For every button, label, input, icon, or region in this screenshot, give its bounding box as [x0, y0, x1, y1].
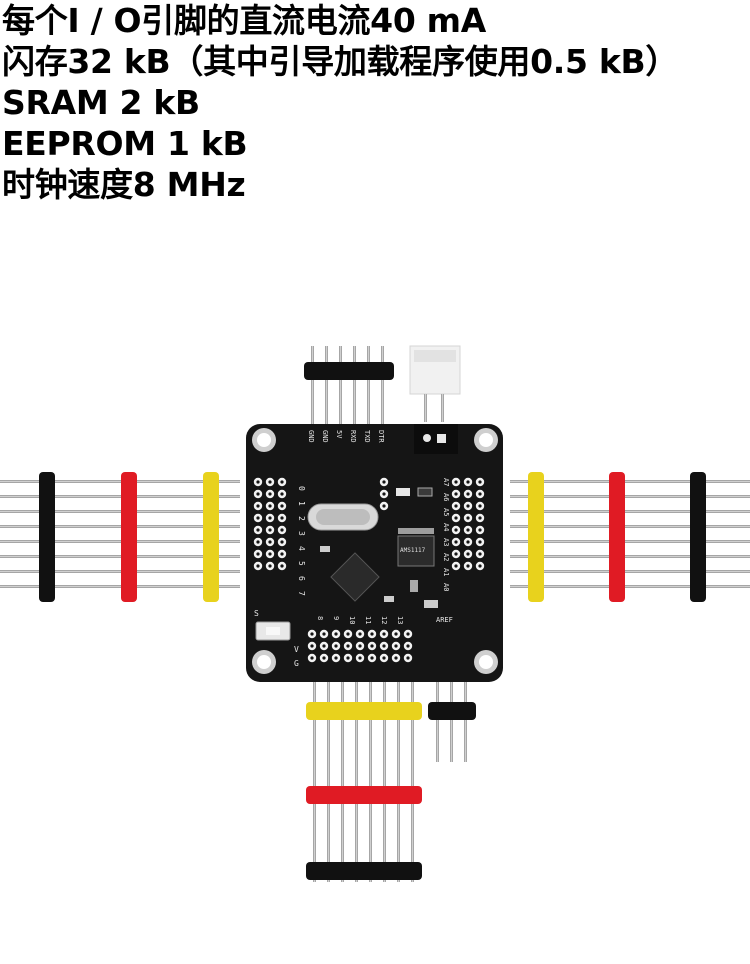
header-red-left [121, 472, 137, 602]
header-yellow-right [528, 472, 544, 602]
right-pin-label-1: A6 [442, 493, 450, 501]
bottom-pin-label-5: 13 [396, 616, 404, 624]
header-pin [313, 682, 316, 882]
right-pin-label-7: A0 [442, 583, 450, 591]
header-pin [383, 682, 386, 882]
right-pin-label-4: A3 [442, 538, 450, 546]
left-pin-label-7: 7 [297, 591, 306, 596]
header-pin [397, 682, 400, 882]
header-yellow-left [203, 472, 219, 602]
bottom-pin-label-4: 12 [380, 616, 388, 624]
left-pin-label-2: 2 [297, 516, 306, 521]
bottom-pin-label-1: 9 [332, 616, 340, 620]
bottom-pin-label-2: 10 [348, 616, 356, 624]
header-red-right [609, 472, 625, 602]
header-red-bottom [306, 786, 422, 804]
header-pin [325, 346, 328, 424]
header-yellow-bottom [306, 702, 422, 720]
corner-label-g: G [294, 659, 299, 668]
header-pin [510, 555, 750, 558]
left-header-strips [0, 472, 240, 602]
spec-sram: SRAM 2 kB [2, 83, 200, 122]
right-pin-label-0: A7 [442, 478, 450, 486]
header-pin [0, 585, 240, 588]
mcu-chip [330, 552, 380, 602]
top-header-label-5: DTR [377, 430, 385, 443]
header-pin [0, 540, 240, 543]
left-pin-label-0: 0 [297, 486, 306, 491]
header-pin [411, 682, 414, 882]
header-pin [510, 585, 750, 588]
header-pin [369, 682, 372, 882]
aref-label: AREF [436, 616, 453, 624]
header-pin [381, 346, 384, 424]
header-pin [464, 682, 467, 762]
header-pin [311, 346, 314, 424]
bottom-header-strips [306, 682, 476, 882]
top-header-label-4: TXD [363, 430, 371, 443]
right-pin-label-6: A1 [442, 568, 450, 576]
header-pin [0, 525, 240, 528]
header-black-right [690, 472, 706, 602]
bottom-pin-label-3: 11 [364, 616, 372, 624]
right-pin-label-5: A2 [442, 553, 450, 561]
header-black-bottom-small [428, 702, 476, 720]
header-pin [353, 346, 356, 424]
right-pin-label-2: A5 [442, 508, 450, 516]
top-header-label-3: RXD [349, 430, 357, 443]
right-header-strips [510, 472, 750, 602]
header-pin [0, 570, 240, 573]
left-pin-label-5: 5 [297, 561, 306, 566]
corner-label-v: V [294, 645, 299, 654]
spec-list: 每个I / O引脚的直流电流40 mA 闪存32 kB（其中引导加载程序使用0.… [0, 0, 750, 205]
spec-dc-current: 每个I / O引脚的直流电流40 mA [2, 1, 486, 40]
header-pin [510, 540, 750, 543]
header-black-bottom [306, 862, 422, 880]
jst-connector [409, 345, 461, 422]
header-pin [436, 682, 439, 762]
left-pin-label-4: 4 [297, 546, 306, 551]
spec-clock-speed: 时钟速度8 MHz [2, 165, 246, 204]
header-pin [0, 480, 240, 483]
right-pin-label-3: A4 [442, 523, 450, 531]
top-header-label-0: GND [307, 430, 315, 443]
header-pin [355, 682, 358, 882]
spec-eeprom: EEPROM 1 kB [2, 124, 248, 163]
voltage-regulator [397, 535, 435, 567]
bottom-pin-label-0: 8 [316, 616, 324, 620]
header-pin [0, 510, 240, 513]
left-pin-label-3: 3 [297, 531, 306, 536]
header-pin [341, 682, 344, 882]
corner-label-s: S [254, 609, 259, 618]
header-pin [450, 682, 453, 762]
header-pin [510, 525, 750, 528]
header-pin [510, 570, 750, 573]
top-header-label-2: 5V [335, 430, 343, 439]
top-header-label-1: GND [321, 430, 329, 443]
regulator-label: AMS1117 [400, 547, 426, 554]
header-pin [0, 555, 240, 558]
header-pin [510, 480, 750, 483]
header-pin [510, 495, 750, 498]
left-pin-label-6: 6 [297, 576, 306, 581]
spec-flash-memory: 闪存32 kB（其中引导加载程序使用0.5 kB） [2, 42, 679, 81]
header-pin [327, 682, 330, 882]
header-pin [339, 346, 342, 424]
top-programming-header [304, 346, 394, 424]
header-pin [0, 495, 240, 498]
header-pin [510, 510, 750, 513]
header-pin [367, 346, 370, 424]
header-black-left [39, 472, 55, 602]
left-pin-label-1: 1 [297, 501, 306, 506]
